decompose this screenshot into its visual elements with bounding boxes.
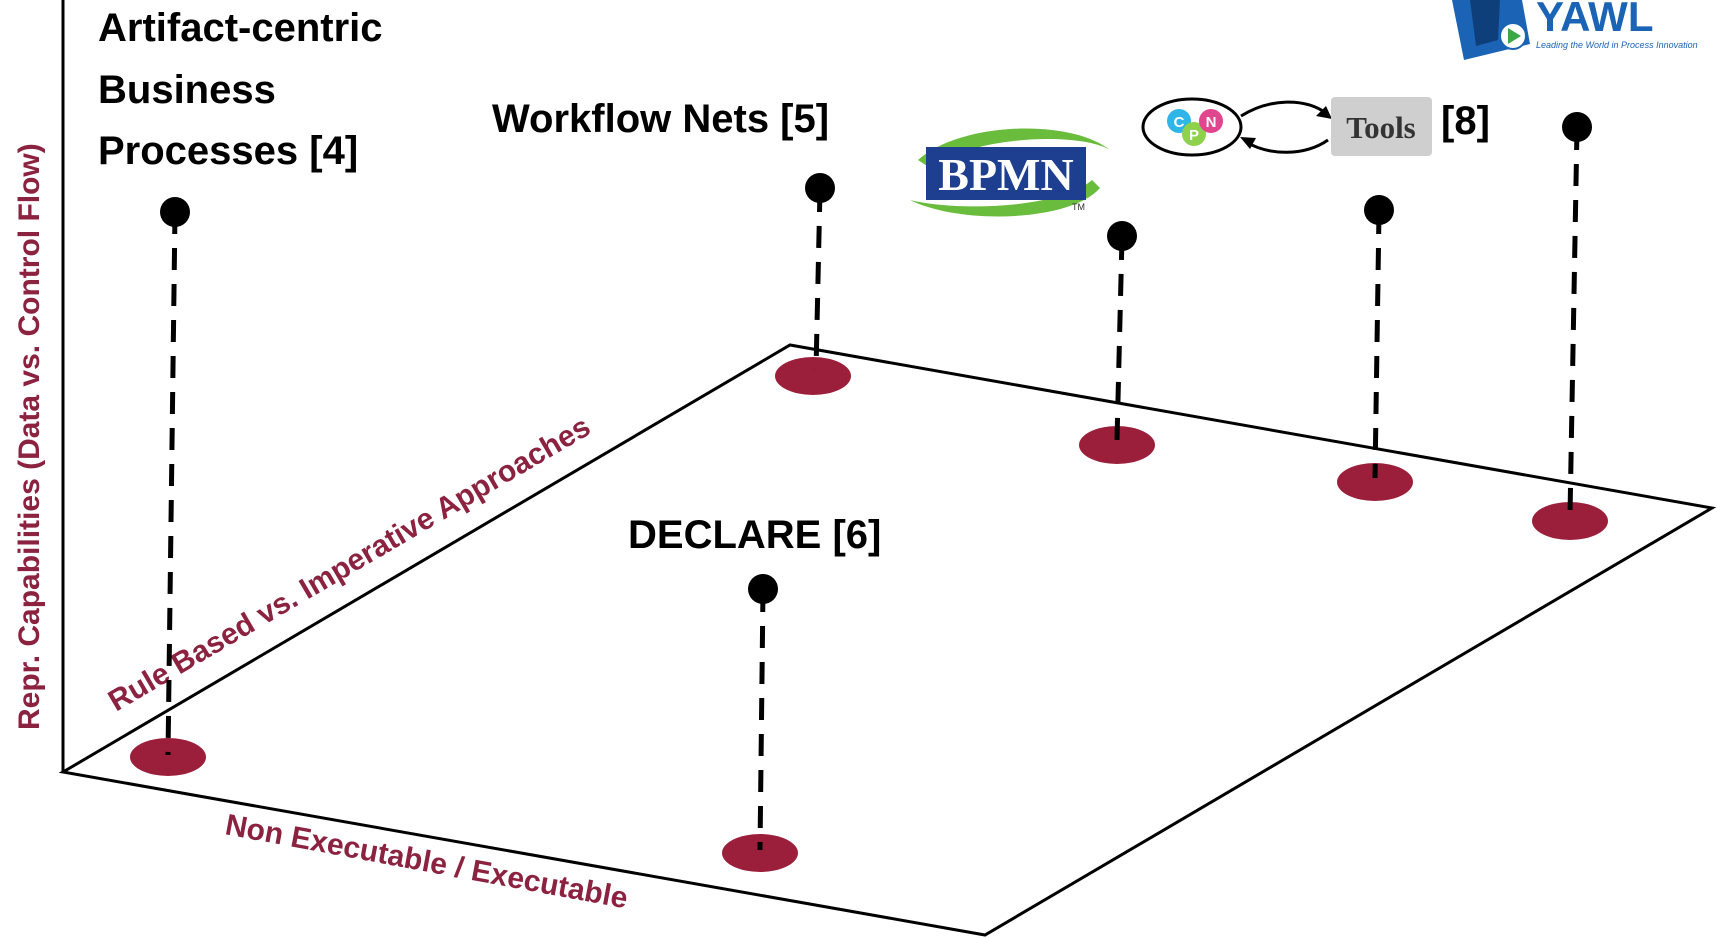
marker-cpn bbox=[1337, 463, 1413, 501]
yawl-logo: YAWL Leading the World in Process Innova… bbox=[1452, 0, 1698, 60]
yawl-play-triangle bbox=[1508, 28, 1521, 44]
plane-markers bbox=[130, 357, 1608, 872]
depth-axis-label: Rule Based vs. Imperative Approaches bbox=[103, 410, 596, 718]
bpmn-logo-text: BPMN bbox=[938, 149, 1073, 200]
dot-cpn bbox=[1364, 195, 1394, 225]
base-plane bbox=[58, 343, 1717, 937]
marker-artifact bbox=[130, 738, 206, 776]
drop-line-artifact bbox=[165, 211, 178, 756]
cpn-circle-n bbox=[1199, 109, 1223, 133]
cpn-arrowhead-top bbox=[1316, 106, 1332, 119]
bpmn-logo: BPMN TM bbox=[910, 128, 1110, 217]
cpn-arrow-bottom bbox=[1245, 138, 1329, 154]
cpn-circle-p bbox=[1182, 122, 1206, 146]
dot-bpmn bbox=[1107, 221, 1137, 251]
drop-line-cpn bbox=[1372, 211, 1382, 479]
label-declare: DECLARE [6] bbox=[628, 513, 881, 557]
bpmn-swoosh-bottom bbox=[910, 180, 1100, 217]
marker-bpmn bbox=[1079, 426, 1155, 464]
cpn-letter-c: C bbox=[1174, 114, 1185, 131]
dot-artifact bbox=[160, 197, 190, 227]
label-cpn-ref: [8] bbox=[1441, 99, 1490, 143]
yawl-tagline: Leading the World in Process Innovation bbox=[1536, 40, 1698, 50]
drop-lines bbox=[165, 127, 1580, 851]
cpn-arrow-top bbox=[1240, 100, 1327, 118]
drop-line-declare bbox=[757, 589, 766, 851]
cpn-letter-p: P bbox=[1189, 127, 1199, 144]
cpn-letter-n: N bbox=[1206, 114, 1217, 131]
marker-declare bbox=[722, 834, 798, 872]
dot-yawl bbox=[1562, 112, 1592, 142]
yawl-emblem-shade bbox=[1470, 0, 1500, 46]
vertical-axis-label: Repr. Capabilities (Data vs. Control Flo… bbox=[13, 143, 46, 730]
yawl-logo-text: YAWL bbox=[1536, 0, 1653, 40]
drop-line-bpmn bbox=[1114, 237, 1125, 441]
label-artifact-line3: Processes [4] bbox=[98, 129, 358, 173]
cpn-arrowhead-bottom bbox=[1240, 137, 1256, 149]
label-artifact-line1: Artifact-centric bbox=[98, 6, 383, 50]
tools-box bbox=[1331, 97, 1432, 156]
axes-and-plane bbox=[58, 0, 1717, 937]
dot-workflow-nets bbox=[805, 173, 835, 203]
cpn-tools-logo: C P N Tools [8] bbox=[1141, 97, 1490, 157]
drop-line-workflow-nets bbox=[813, 189, 823, 371]
bpmn-swoosh-top bbox=[918, 128, 1110, 168]
marker-yawl bbox=[1532, 502, 1608, 540]
label-workflow-nets: Workflow Nets [5] bbox=[492, 97, 829, 141]
bpmn-box bbox=[926, 147, 1086, 200]
tools-text: Tools bbox=[1346, 110, 1416, 145]
top-dots bbox=[160, 112, 1592, 604]
marker-workflow-nets bbox=[775, 357, 851, 395]
drop-line-yawl bbox=[1567, 127, 1580, 516]
dot-declare bbox=[748, 574, 778, 604]
label-artifact-line2: Business bbox=[98, 68, 276, 112]
bpmn-tm-mark: TM bbox=[1072, 202, 1085, 212]
